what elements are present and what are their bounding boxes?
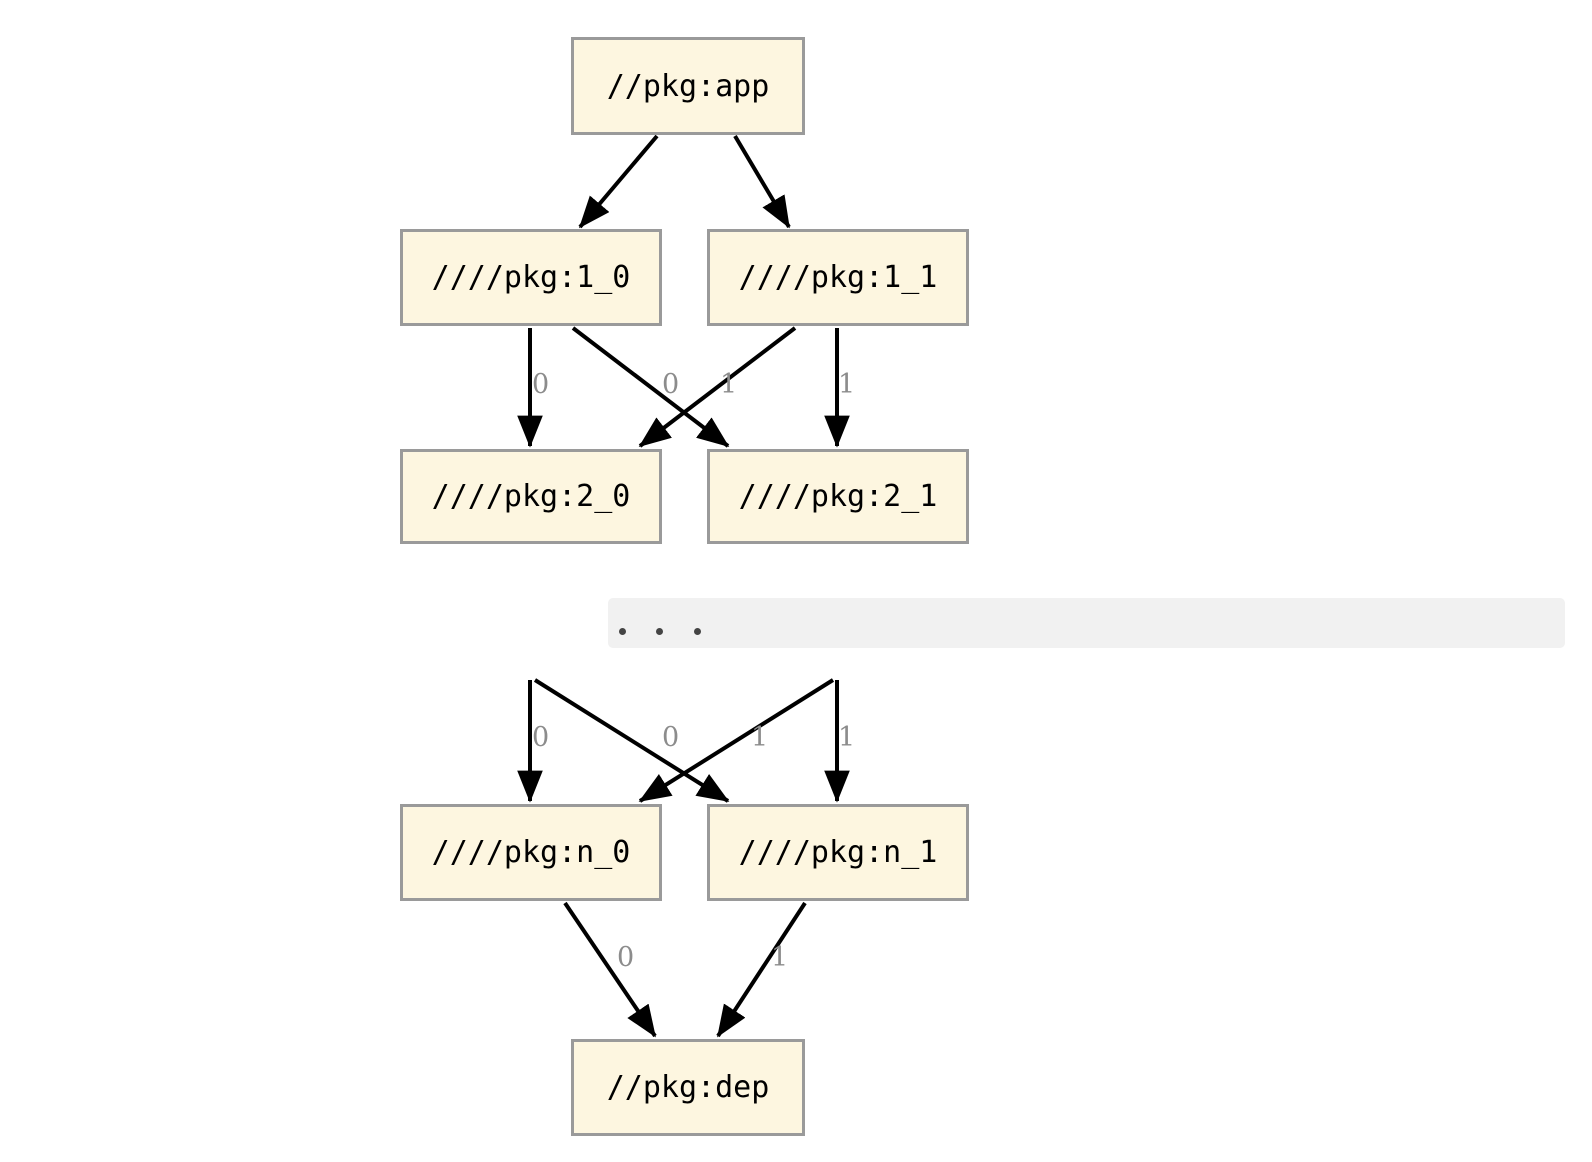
edge-label: 1: [751, 722, 769, 753]
graph-node-label: ////pkg:2_0: [431, 479, 631, 514]
graph-node-dep[interactable]: //pkg:dep: [571, 1039, 805, 1136]
graph-node-n2_1[interactable]: ////pkg:2_1: [707, 449, 969, 544]
graph-node-label: ////pkg:1_1: [738, 260, 938, 295]
graph-node-label: ////pkg:n_1: [738, 835, 938, 870]
graph-node-n1_1[interactable]: ////pkg:1_1: [707, 229, 969, 326]
ellipsis-dot-icon: [618, 627, 626, 635]
graph-node-app[interactable]: //pkg:app: [571, 37, 805, 135]
ellipsis-dot-icon: [693, 627, 701, 635]
graph-edge-app-to-n1_1: [733, 134, 791, 229]
graph-node-label: //pkg:dep: [606, 1070, 770, 1105]
edge-label: 0: [662, 722, 680, 753]
edge-label: 0: [532, 369, 550, 400]
graph-edge-nn_1-to-dep: [716, 901, 807, 1038]
edge-label: 0: [532, 722, 550, 753]
graph-node-label: ////pkg:2_1: [738, 479, 938, 514]
graph-edge-n1_0-to-n2_1: [571, 326, 730, 448]
graph-edge-app-to-n1_0: [578, 134, 659, 229]
edge-label: 1: [771, 942, 789, 973]
graph-node-label: ////pkg:1_0: [431, 260, 631, 295]
graph-node-nn_1[interactable]: ////pkg:n_1: [707, 804, 969, 901]
graph-node-nn_0[interactable]: ////pkg:n_0: [400, 804, 662, 901]
graph-edge-hidden-to-nn_1: [533, 678, 730, 803]
edge-label: 1: [720, 369, 738, 400]
edge-label: 0: [617, 942, 635, 973]
edge-label: 1: [838, 369, 856, 400]
graph-edge-nn_0-to-dep: [563, 901, 657, 1038]
graph-node-label: //pkg:app: [606, 68, 770, 104]
edge-label: 1: [838, 722, 856, 753]
ellipsis-dot-icon: [655, 627, 663, 635]
ellipsis-separator-band: [608, 598, 1565, 648]
graph-node-n1_0[interactable]: ////pkg:1_0: [400, 229, 662, 326]
edge-label: 0: [662, 369, 680, 400]
graph-node-n2_0[interactable]: ////pkg:2_0: [400, 449, 662, 544]
graph-node-label: ////pkg:n_0: [431, 835, 631, 870]
